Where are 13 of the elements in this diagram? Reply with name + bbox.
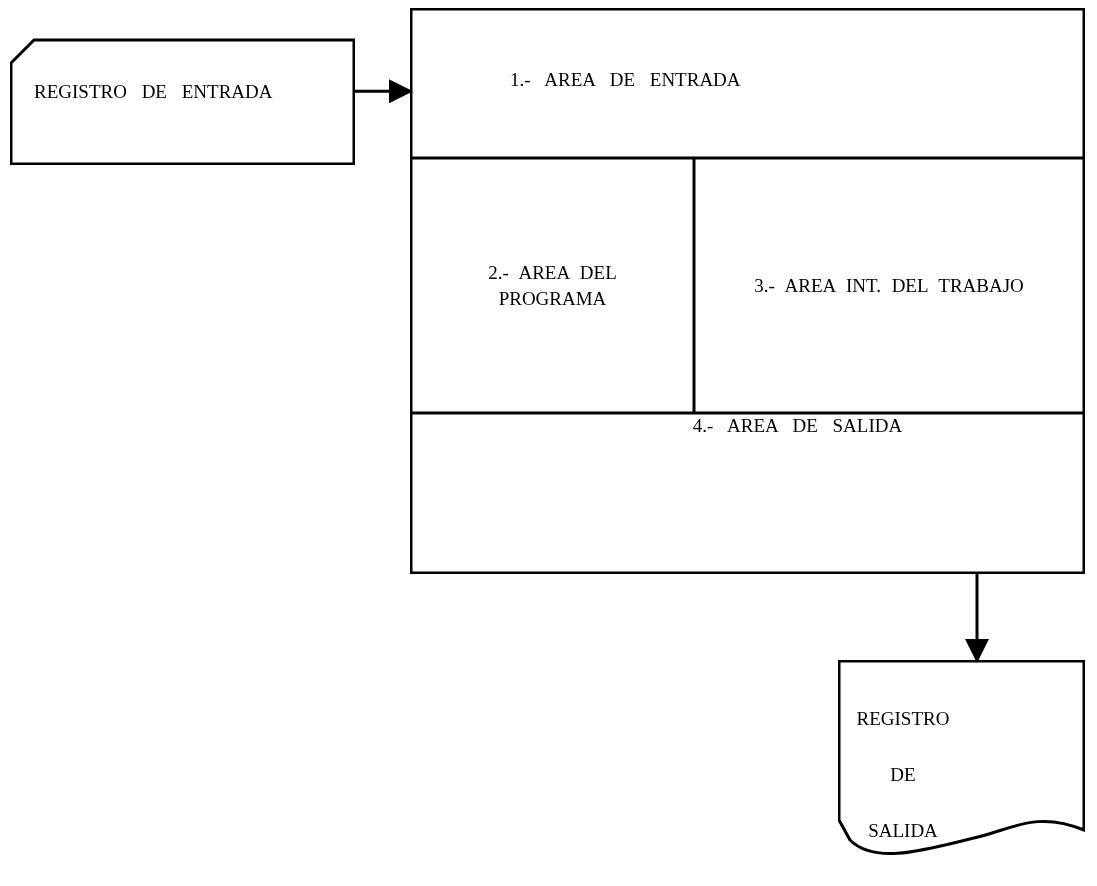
arrow [965,574,989,663]
area-box [410,157,695,414]
node-label: 4.- AREA DE SALIDA [692,414,903,438]
arrow [355,79,413,104]
node-label: 1.- AREA DE ENTRADA [510,68,741,92]
node-label: 2.- AREA DEL PROGRAMA [487,260,618,311]
node-label: REGISTRO DE ENTRADA [34,80,273,104]
area-box [410,412,1085,574]
area-box [693,157,1085,414]
node-label: REGISTRO DE SALIDA [855,707,951,843]
area-box [410,8,1085,159]
punched-card-shape [10,38,355,165]
node-label: 3.- AREA INT. DEL TRABAJO [754,273,1024,298]
